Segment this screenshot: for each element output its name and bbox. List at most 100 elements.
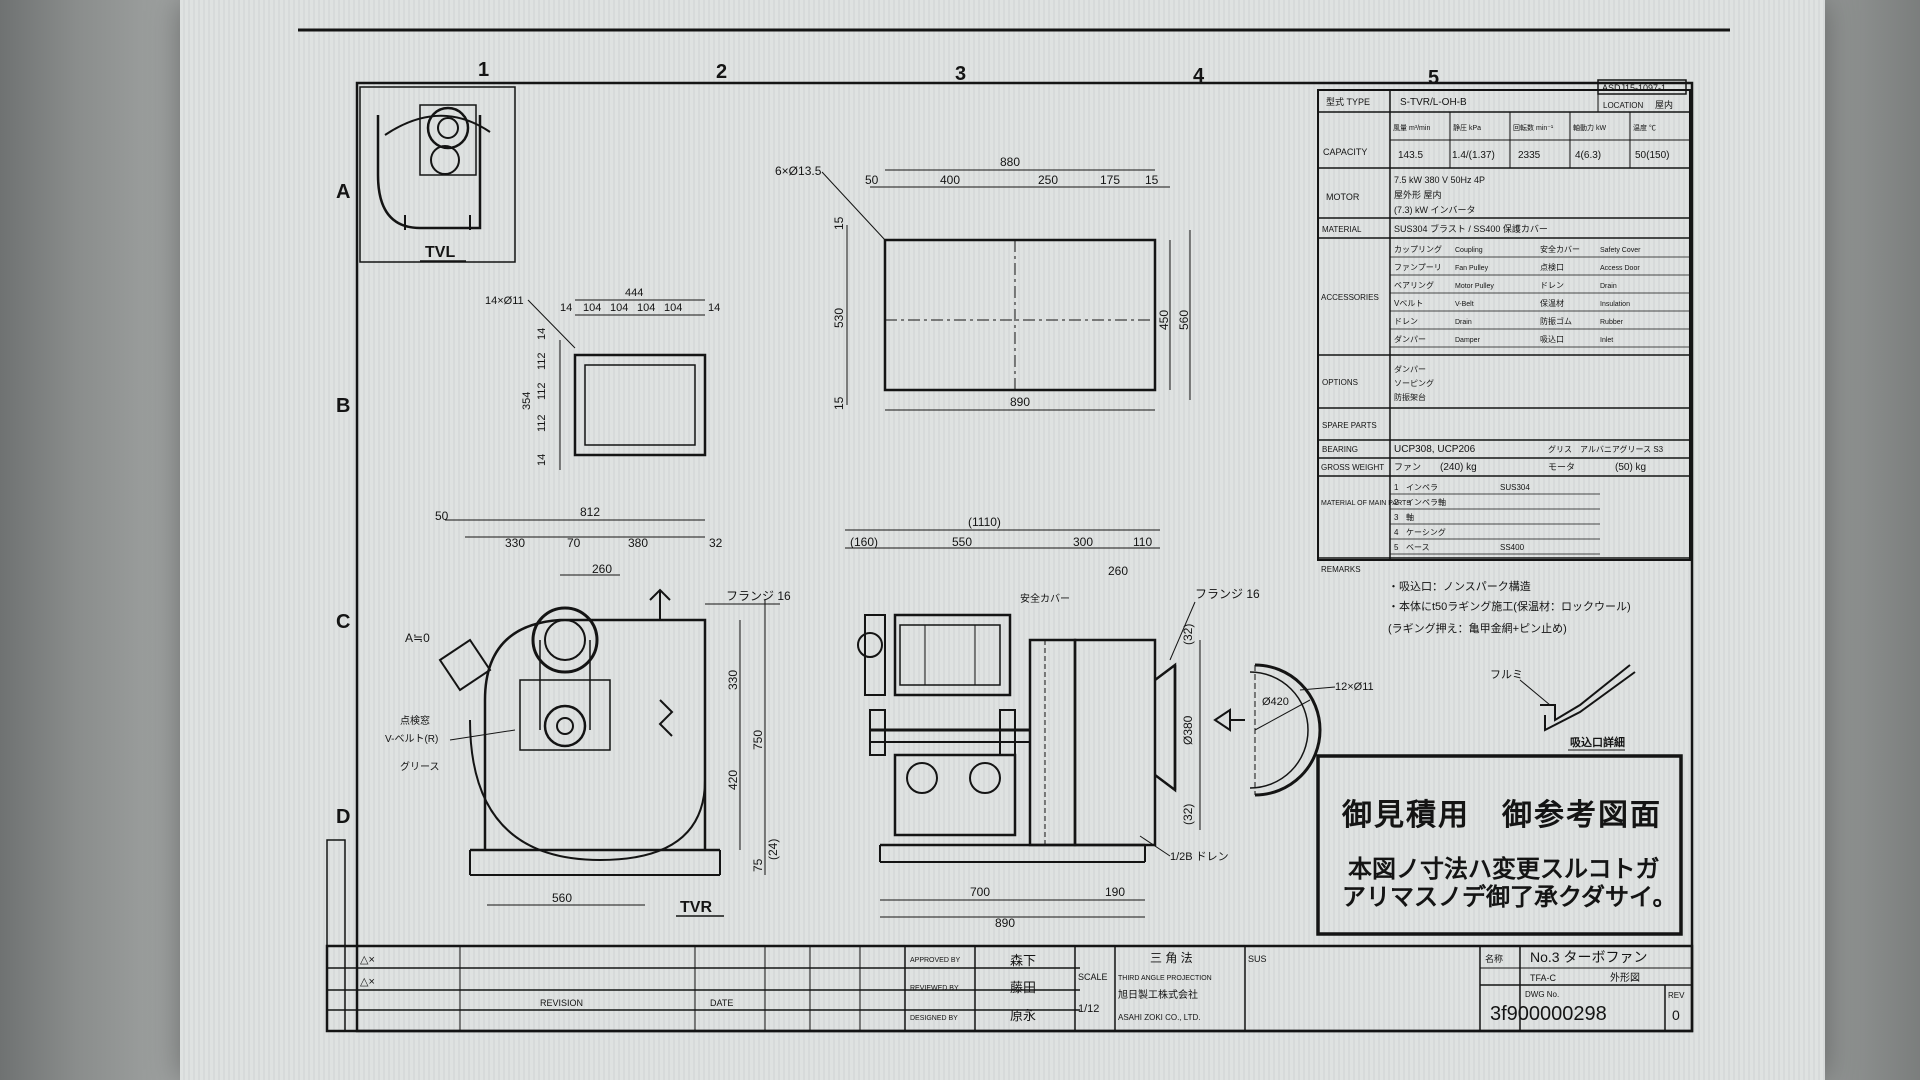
notice-line2: アリマスノデ御了承クダサイ。 (1342, 883, 1677, 911)
spare-label: SPARE PARTS (1322, 421, 1377, 430)
column-label: 4 (1193, 65, 1205, 87)
part-no: 1 (1394, 483, 1399, 492)
tvl-label: TVL (425, 244, 455, 261)
part-name: インペラ (1406, 483, 1438, 492)
accessory-item-en: Drain (1600, 283, 1617, 290)
accessory-item: 防振ゴム (1540, 316, 1572, 326)
dim-text: 50 (865, 173, 879, 187)
part-material: SUS304 (1500, 483, 1530, 492)
part-no: 5 (1394, 543, 1399, 552)
accessory-item: 吸込口 (1540, 335, 1564, 344)
revision-mark: △× (360, 954, 375, 966)
weight-label: GROSS WEIGHT (1321, 463, 1384, 472)
dwg-label: DWG No. (1525, 990, 1559, 999)
dim-text: 300 (1073, 535, 1093, 549)
material-value: SUS304 ブラスト / SS400 保護カバー (1394, 223, 1548, 234)
vbelt-title: 点検窓 (400, 714, 430, 727)
accessory-item-en: Drain (1455, 319, 1472, 326)
name-label: 名称 (1485, 953, 1503, 964)
revision-label: REVISION (540, 998, 583, 1008)
capacity-header: 温度 ℃ (1633, 123, 1656, 132)
fan-weight-label: ファン (1394, 462, 1421, 472)
accessory-item: 安全カバー (1540, 244, 1580, 254)
title-block: △× △× REVISION DATE APPROVED BY 森下 REVIE… (325, 944, 1694, 1033)
designed-label: DESIGNED BY (910, 1015, 958, 1022)
bearing-value: UCP308, UCP206 (1394, 444, 1476, 455)
accessory-item: 保温材 (1540, 298, 1564, 308)
row-label: B (336, 395, 350, 417)
accessory-item-en: Motor Pulley (1455, 283, 1494, 290)
dim-text: 15 (832, 396, 846, 410)
model-value: TFA-C (1530, 973, 1556, 983)
grease-label: グリス (1548, 444, 1572, 454)
accessory-item: カップリング (1394, 244, 1442, 254)
dim-text: 14 (536, 454, 548, 466)
accessory-item-en: Rubber (1600, 319, 1624, 326)
dim-text: 175 (1100, 173, 1120, 187)
dim-text: (160) (850, 535, 878, 549)
accessory-item-en: V-Belt (1455, 301, 1474, 308)
dim-text: 560 (1177, 310, 1191, 330)
row-label: A (336, 181, 350, 203)
designed-name: 原永 (1010, 1008, 1036, 1023)
revision-strip (326, 839, 346, 947)
accessory-item: ベアリング (1394, 280, 1434, 290)
dim-text: 14 (560, 302, 572, 314)
bearing-label: BEARING (1322, 445, 1358, 454)
accessory-item-en: Inlet (1600, 337, 1613, 344)
part-name: 軸 (1406, 512, 1414, 522)
dim-text: 14 (536, 328, 548, 340)
dim-text: (32) (1181, 804, 1195, 825)
dim-text: 450 (1157, 310, 1171, 330)
dim-text: 380 (628, 536, 648, 550)
part-material: SS400 (1500, 543, 1525, 552)
dim-text: 112 (536, 414, 548, 432)
part-no: 4 (1394, 528, 1399, 537)
company-jp: 旭日製工株式会社 (1118, 988, 1198, 1001)
motor-line: (7.3) kW インバータ (1394, 205, 1476, 215)
notice-line1: 本図ノ寸法ハ変更スルコトガ (1348, 855, 1660, 883)
type-value: S-TVR/L-OH-B (1400, 97, 1467, 108)
motor-line: 屋外形 屋内 (1394, 189, 1442, 200)
dim-text: 12×Ø11 (1335, 681, 1374, 693)
dim-text: 420 (726, 770, 740, 790)
accessory-item-en: Damper (1455, 337, 1481, 344)
projection: THIRD ANGLE PROJECTION (1118, 975, 1212, 982)
dim-text: 812 (580, 505, 600, 519)
scale-value: 1/12 (1078, 1003, 1099, 1015)
dim-text: 260 (592, 562, 612, 576)
dim-text: 15 (832, 216, 846, 230)
part-name: ケーシング (1406, 527, 1446, 537)
option-item: ダンパー (1394, 364, 1426, 374)
motor-label: MOTOR (1326, 192, 1360, 202)
motor-line: 7.5 kW 380 V 50Hz 4P (1394, 175, 1485, 185)
small-rect-view: 444 14×Ø11 14 104 104 104 104 14 354 14 … (485, 287, 720, 470)
accessory-item: Vベルト (1394, 299, 1423, 308)
reviewed-name: 藤田 (1010, 980, 1036, 995)
column-labels: 1 2 3 4 5 (478, 59, 1439, 89)
flange-label: フルミ (1490, 669, 1523, 681)
capacity-label: CAPACITY (1323, 147, 1367, 157)
dim-text: 890 (995, 916, 1015, 930)
accessory-item: ドレン (1394, 317, 1418, 326)
accessory-item-en: Access Door (1600, 265, 1640, 272)
dim-text: (1110) (968, 515, 1001, 529)
dim-text: 750 (751, 730, 765, 750)
accessories-label: ACCESSORIES (1321, 293, 1379, 302)
inlet-detail: Ø420 12×Ø11 フルミ 吸込口詳細 (1249, 663, 1636, 797)
dim-text: 32 (709, 536, 723, 550)
doc-code: ASDJ15-1097-1 (1602, 83, 1666, 93)
drain-label: 1/2B ドレン (1170, 851, 1229, 863)
remark-line: ・本体にt50ラギング施工(保温材：ロックウール) (1388, 599, 1631, 613)
option-item: ソーピング (1394, 378, 1434, 388)
part-name: インペラ軸 (1406, 497, 1446, 507)
capacity-header: 風量 m³/min (1393, 124, 1430, 132)
capacity-header: 軸動力 kW (1573, 123, 1606, 132)
angle-label: A≒0 (405, 631, 430, 645)
accessory-item-en: Safety Cover (1600, 247, 1641, 254)
capacity-value: 4(6.3) (1575, 150, 1601, 161)
cover-label: 安全カバー (1020, 592, 1070, 605)
dim-text: (32) (1181, 624, 1195, 645)
